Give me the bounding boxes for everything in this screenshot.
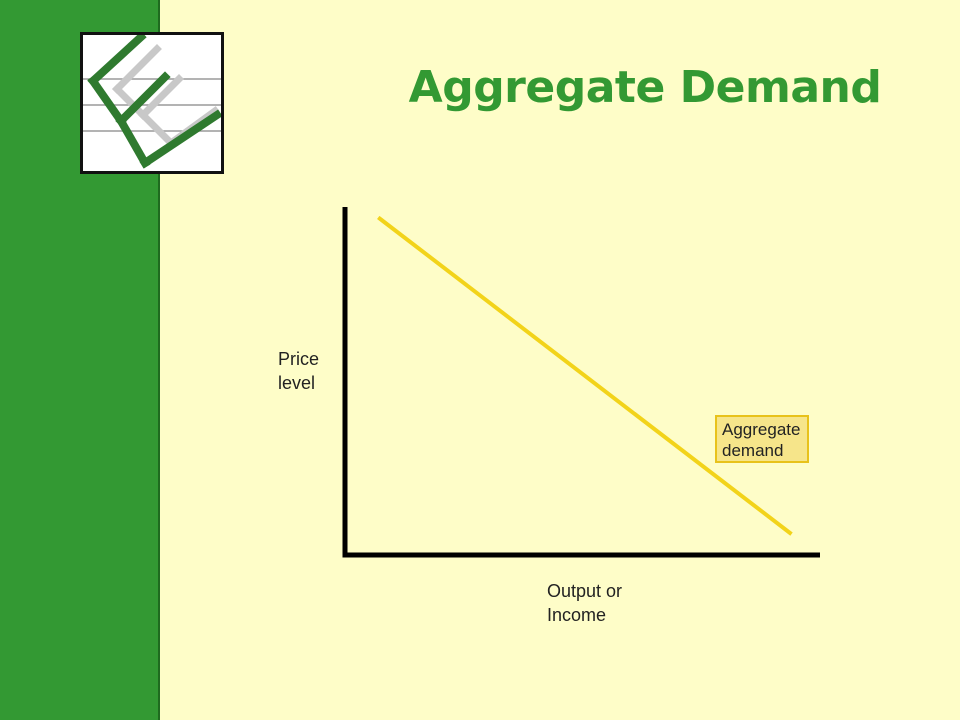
stylized-letter-e-logo-icon — [83, 35, 221, 169]
series-label-box — [715, 415, 809, 463]
logo — [80, 32, 224, 174]
series-label-line: Aggregate — [722, 420, 800, 439]
y-axis-label-line: level — [278, 373, 315, 393]
aggregate-demand-curve — [377, 215, 793, 536]
series-label-line: demand — [722, 441, 783, 460]
page-title: Aggregate Demand — [408, 62, 882, 113]
x-axis-label-line: Output or — [547, 581, 622, 601]
y-axis-label-line: Price — [278, 349, 319, 369]
x-axis-label-line: Income — [547, 605, 606, 625]
